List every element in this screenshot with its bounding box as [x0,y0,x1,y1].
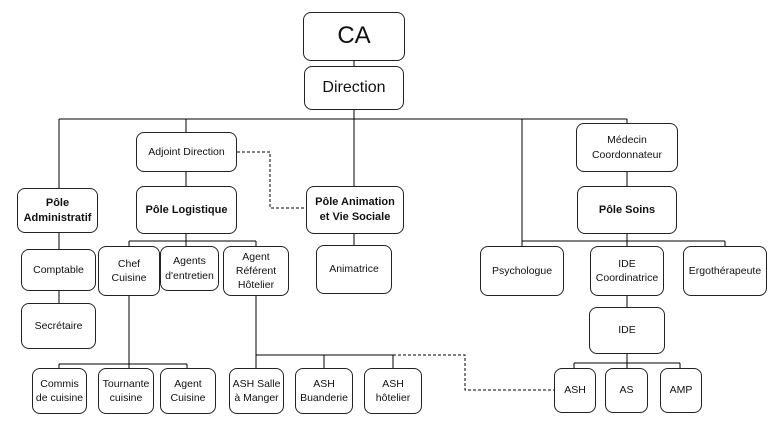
dashed-link-adjoint-animation [237,151,306,209]
node-pole-administratif: Pôle Administratif [17,188,98,233]
node-medecin-coordonnateur: Médecin Coordonnateur [576,123,678,172]
node-pole-animation: Pôle Animation et Vie Sociale [306,186,404,234]
node-chef-cuisine: Chef Cuisine [98,246,160,296]
node-animatrice: Animatrice [316,245,392,294]
node-secretaire: Secrétaire [21,303,96,349]
node-direction: Direction [304,66,404,110]
node-agent-referent-hotelier: Agent Référent Hôtelier [223,246,289,296]
node-amp: AMP [660,368,702,413]
node-as: AS [605,368,648,413]
node-ergotherapeute: Ergothérapeute [683,246,767,296]
node-ide: IDE [589,307,665,354]
dashed-link-ash-hotelier-ash [393,354,554,391]
node-ash: ASH [554,368,596,413]
node-pole-soins: Pôle Soins [577,186,677,234]
node-ide-coordinatrice: IDE Coordinatrice [590,246,664,296]
node-commis-de-cuisine: Commis de cuisine [32,368,87,414]
node-pole-logistique: Pôle Logistique [136,186,237,234]
node-comptable: Comptable [21,249,96,291]
node-agents-entretien: Agents d'entretien [160,246,219,291]
node-psychologue: Psychologue [480,246,564,296]
node-ash-hotelier: ASH hôtelier [364,368,422,414]
node-ash-salle-a-manger: ASH Salle à Manger [229,368,284,414]
node-tournante-cuisine: Tournante cuisine [98,368,154,414]
node-adjoint-direction: Adjoint Direction [136,132,237,172]
node-agent-cuisine: Agent Cuisine [160,368,216,414]
node-ca: CA [303,12,405,61]
node-ash-buanderie: ASH Buanderie [295,368,353,414]
